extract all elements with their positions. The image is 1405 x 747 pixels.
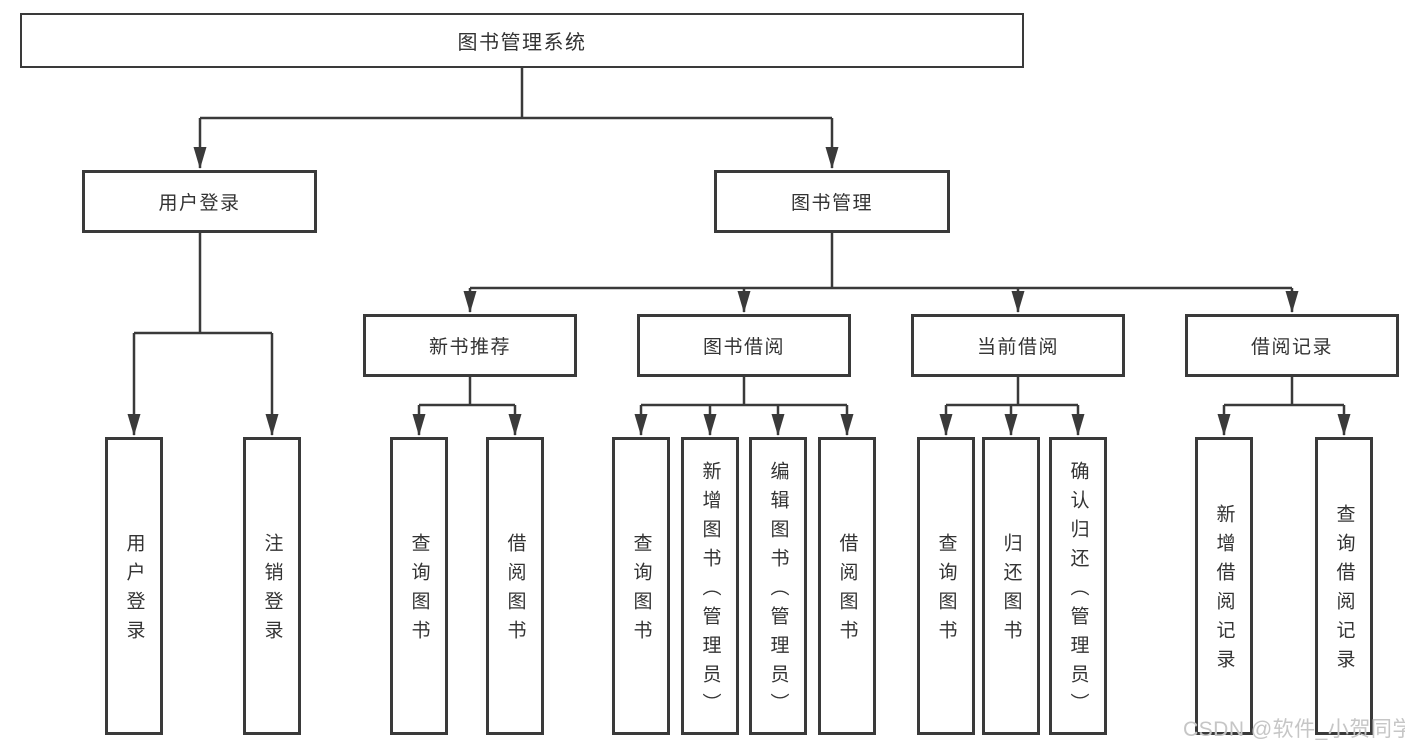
leaf-node-query-borrow-record: 查询借阅记录 [1315, 437, 1373, 735]
branch-node-book-management: 图书管理 [714, 170, 950, 233]
module-node-new-book-recommend: 新书推荐 [363, 314, 577, 377]
leaf-node-confirm-return-admin: 确认归还（管理员） [1049, 437, 1107, 735]
leaf-node-logout: 注销登录 [243, 437, 301, 735]
root-node-library-system: 图书管理系统 [20, 13, 1024, 68]
leaf-node-user-login: 用户登录 [105, 437, 163, 735]
module-node-book-borrow: 图书借阅 [637, 314, 851, 377]
leaf-node-add-books-admin: 新增图书（管理员） [681, 437, 739, 735]
leaf-node-query-books-borrow: 查询图书 [612, 437, 670, 735]
branch-node-user-login: 用户登录 [82, 170, 317, 233]
leaf-node-query-books-current: 查询图书 [917, 437, 975, 735]
module-node-borrow-records: 借阅记录 [1185, 314, 1399, 377]
leaf-node-edit-books-admin: 编辑图书（管理员） [749, 437, 807, 735]
leaf-node-query-books-recommend: 查询图书 [390, 437, 448, 735]
module-node-current-borrow: 当前借阅 [911, 314, 1125, 377]
watermark: CSDN @软件_小贺同学 [1183, 718, 1405, 741]
leaf-node-borrow-books-recommend: 借阅图书 [486, 437, 544, 735]
leaf-node-borrow-books: 借阅图书 [818, 437, 876, 735]
leaf-node-return-books: 归还图书 [982, 437, 1040, 735]
leaf-node-add-borrow-record: 新增借阅记录 [1195, 437, 1253, 735]
